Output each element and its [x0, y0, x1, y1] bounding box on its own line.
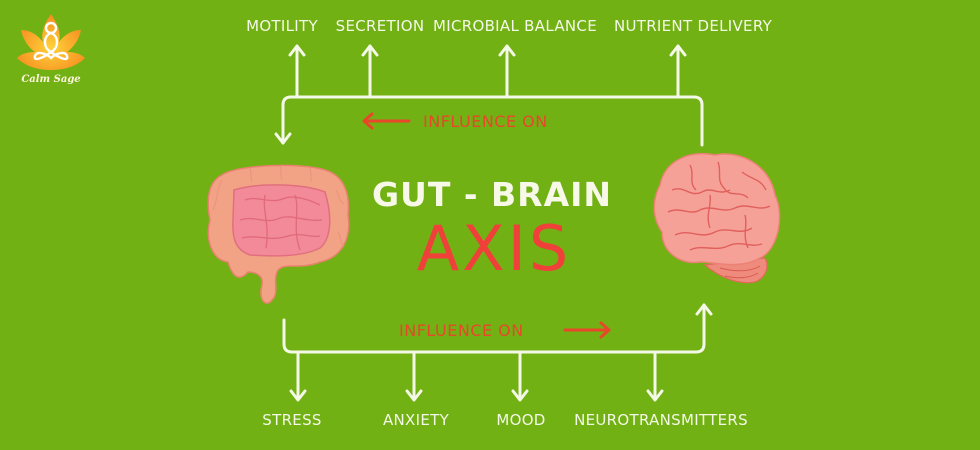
output-label-anxiety: ANXIETY	[382, 411, 450, 429]
influence-label-bottom: INFLUENCE ON	[399, 321, 524, 340]
brain-icon	[653, 153, 781, 284]
output-label-secretion: SECRETION	[335, 17, 425, 35]
output-label-mood: MOOD	[496, 411, 546, 429]
top-frame-line	[281, 95, 704, 147]
output-label-motility: MOTILITY	[246, 17, 318, 35]
output-label-neurotransmitters: NEUROTRANSMITTERS	[574, 411, 748, 429]
arrow-down-icon	[289, 350, 307, 402]
title-gut-brain: GUT - BRAIN	[371, 175, 613, 214]
bottom-frame-line	[282, 303, 706, 354]
arrow-left-icon	[362, 112, 411, 130]
output-label-stress: STRESS	[262, 411, 322, 429]
calm-sage-logo: Calm Sage	[15, 12, 87, 90]
arrow-down-icon	[646, 350, 664, 402]
lotus-meditation-icon	[17, 14, 85, 70]
intestine-icon	[207, 164, 350, 304]
output-label-nutrient-delivery: NUTRIENT DELIVERY	[613, 17, 773, 35]
influence-label-top: INFLUENCE ON	[423, 112, 548, 131]
arrow-up-icon	[669, 44, 687, 99]
brand-name: Calm Sage	[21, 74, 81, 85]
arrow-up-icon	[498, 44, 516, 99]
arrow-up-icon	[361, 44, 379, 99]
output-label-microbial-balance: MICROBIAL BALANCE	[433, 17, 597, 35]
arrow-down-icon	[511, 350, 529, 402]
arrow-up-icon	[695, 303, 713, 316]
arrow-down-icon	[274, 132, 292, 145]
title-axis: AXIS	[416, 212, 572, 285]
arrow-right-icon	[563, 321, 611, 339]
arrow-up-icon	[288, 44, 306, 99]
arrow-down-icon	[405, 350, 423, 402]
